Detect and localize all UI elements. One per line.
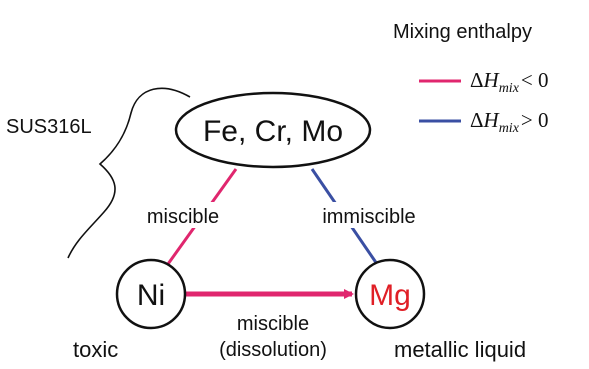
edge-alloy-mg-label: immiscible xyxy=(322,206,415,228)
legend-negative-subscript: mix xyxy=(499,81,520,96)
legend-title: Mixing enthalpy xyxy=(393,21,532,43)
legend-positive-delta: Δ xyxy=(470,108,484,132)
node-mg xyxy=(354,258,426,330)
legend-negative-symbol: H xyxy=(483,68,501,92)
legend-negative-label: ΔHmix< 0 xyxy=(470,68,549,96)
legend-positive-label: ΔHmix> 0 xyxy=(470,108,549,136)
sus316l-label: SUS316L xyxy=(6,116,92,138)
node-ni-label: Ni xyxy=(137,279,165,312)
node-mg-note: metallic liquid xyxy=(394,337,526,362)
legend-negative-delta: Δ xyxy=(470,68,484,92)
legend-positive-relation: > 0 xyxy=(521,108,549,132)
edge-alloy-ni-label: miscible xyxy=(147,206,219,228)
legend-negative-relation: < 0 xyxy=(521,68,549,92)
sus316l-brace xyxy=(67,87,191,259)
node-ni-note: toxic xyxy=(73,337,118,362)
legend-positive-symbol: H xyxy=(483,108,501,132)
edge-ni-mg-label-line2: (dissolution) xyxy=(219,339,327,361)
node-alloy-label: Fe, Cr, Mo xyxy=(203,115,343,148)
legend-positive-subscript: mix xyxy=(499,121,520,136)
node-ni xyxy=(115,258,187,330)
node-alloy xyxy=(174,91,372,169)
node-mg-label: Mg xyxy=(369,279,411,312)
edge-alloy-mg-label-bg xyxy=(300,202,438,228)
edge-ni-mg-label-line1: miscible xyxy=(237,313,309,335)
edge-alloy-ni-label-bg xyxy=(124,202,244,228)
